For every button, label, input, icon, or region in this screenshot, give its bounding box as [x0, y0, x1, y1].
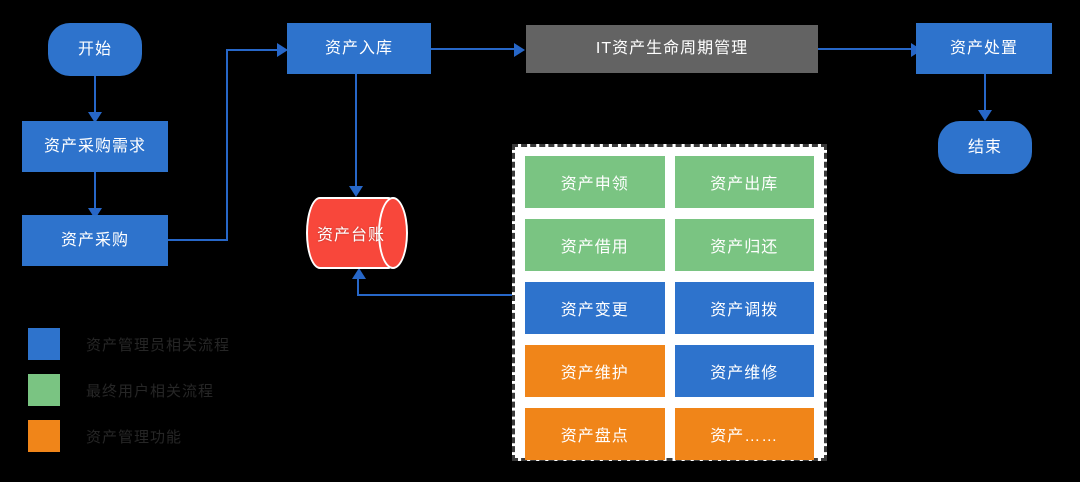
function-cell-label: 资产借用 [560, 239, 629, 256]
connector-procurement-elbow-h1 [164, 239, 228, 241]
function-grid: 资产申领 资产出库资产借用 资产归还资产变更 资产调拨资产维护 资产维修资产盘点 资产…… [525, 156, 814, 460]
node-end[interactable]: 结束 [938, 121, 1032, 174]
connector-request-to-procurement [94, 172, 96, 210]
arrowhead-inbound-to-ledger [349, 186, 363, 197]
node-procurement-request[interactable]: 资产采购需求 [22, 121, 168, 172]
node-asset-ledger[interactable]: 资产台账 [300, 197, 408, 269]
arrowhead-request-to-procurement [88, 208, 102, 219]
function-cell[interactable]: 资产维护 [525, 345, 665, 397]
function-cell-label: 资产维护 [560, 365, 629, 382]
connector-inbound-to-ledger [355, 73, 357, 189]
legend-row: 资产管理功能 [28, 414, 230, 458]
function-cell[interactable]: 资产…… [674, 408, 814, 460]
arrowhead-inbound-to-lifecycle [514, 43, 525, 57]
function-cell[interactable]: 资产变更 [525, 282, 665, 334]
legend: 资产管理员相关流程最终用户相关流程资产管理功能 [28, 322, 230, 460]
connector-procurement-elbow-h2 [226, 49, 282, 51]
legend-row: 资产管理员相关流程 [28, 322, 230, 366]
connector-procurement-elbow-v [226, 49, 228, 241]
function-cell[interactable]: 资产维修 [674, 345, 814, 397]
node-procurement[interactable]: 资产采购 [22, 215, 168, 266]
legend-label: 资产管理员相关流程 [86, 336, 231, 354]
function-cell[interactable]: 资产借用 [525, 219, 665, 271]
node-start[interactable]: 开始 [48, 23, 142, 76]
node-inbound[interactable]: 资产入库 [287, 23, 431, 74]
legend-label: 资产管理功能 [86, 428, 183, 446]
connector-disposal-to-end [984, 73, 986, 111]
connector-inbound-to-lifecycle [431, 48, 517, 50]
node-lifecycle-header: IT资产生命周期管理 [526, 25, 818, 73]
connector-functions-to-ledger-h [357, 294, 513, 296]
connector-functions-to-ledger-v [357, 278, 359, 296]
arrowhead-disposal-to-end [978, 110, 992, 121]
function-cell-label: 资产维修 [710, 365, 779, 382]
function-cell[interactable]: 资产出库 [674, 156, 814, 208]
arrowhead-start-to-request [88, 112, 102, 123]
node-disposal[interactable]: 资产处置 [916, 23, 1052, 74]
arrowhead-procurement-to-inbound [277, 43, 288, 57]
function-cell-label: 资产变更 [560, 302, 629, 319]
legend-label: 最终用户相关流程 [86, 382, 215, 400]
function-cell[interactable]: 资产申领 [525, 156, 665, 208]
connector-start-to-request [94, 76, 96, 114]
function-cell-label: 资产…… [710, 428, 779, 445]
asset-ledger-label: 资产台账 [316, 227, 385, 244]
function-cell[interactable]: 资产调拨 [674, 282, 814, 334]
legend-swatch [28, 328, 60, 360]
function-cell-label: 资产归还 [710, 239, 779, 256]
legend-swatch [28, 374, 60, 406]
cylinder-end-cap [378, 197, 408, 269]
legend-row: 最终用户相关流程 [28, 368, 230, 412]
function-cell-label: 资产申领 [560, 176, 629, 193]
legend-swatch [28, 420, 60, 452]
function-group-box: 资产申领 资产出库资产借用 资产归还资产变更 资产调拨资产维护 资产维修资产盘点 资产…… [512, 144, 827, 461]
connector-lifecycle-to-disposal [818, 48, 914, 50]
function-cell-label: 资产调拨 [710, 302, 779, 319]
function-cell[interactable]: 资产盘点 [525, 408, 665, 460]
arrowhead-functions-to-ledger [352, 268, 366, 279]
function-cell-label: 资产盘点 [560, 428, 629, 445]
function-cell-label: 资产出库 [710, 176, 779, 193]
function-cell[interactable]: 资产归还 [674, 219, 814, 271]
